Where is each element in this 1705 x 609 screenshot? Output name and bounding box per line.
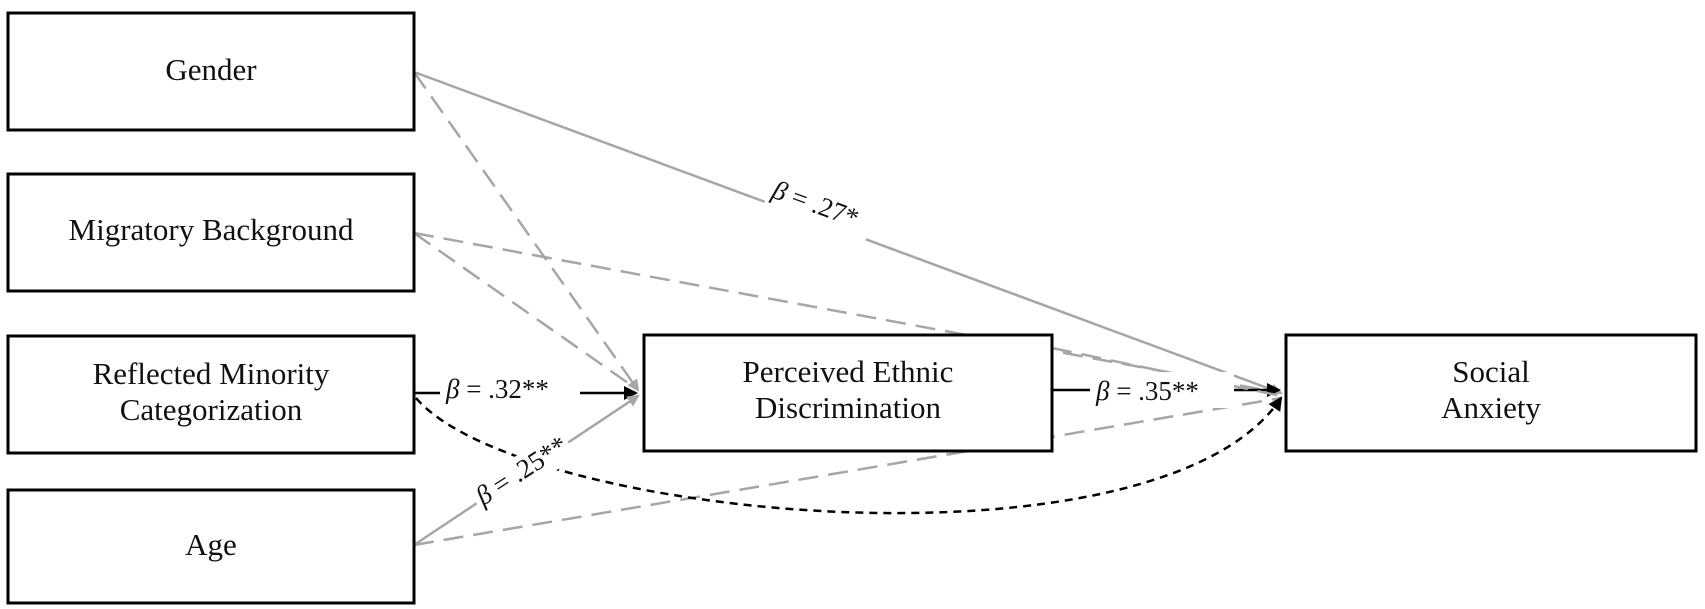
path-migratory-to-social-anxiety [413,231,1282,395]
beta-symbol: β [1095,376,1110,406]
node-label-line-2: Categorization [120,392,303,427]
node-migratory-background: Migratory Background [6,172,416,293]
svg-text:β = .35**: β = .35** [1095,376,1199,406]
node-label-line-2: Anxiety [1441,390,1541,425]
label-gender-social-anxiety: β = .27* [763,173,877,242]
path-labels-layer: β = .27* β = .32** β = .25** β = .35** [440,173,1234,517]
node-label-line-2: Discrimination [755,390,941,425]
path-age-to-social-anxiety [413,396,1282,547]
coefficient-value: = .32** [459,374,548,404]
beta-symbol: β [445,374,460,404]
nodes-layer: Gender Migratory Background Reflected Mi… [6,11,1698,605]
svg-text:β = .32**: β = .32** [445,374,549,404]
node-label: Age [185,527,237,562]
node-perceived-ethnic-discrimination: Perceived Ethnic Discrimination [642,333,1054,453]
node-label-line-1: Perceived Ethnic [743,354,954,389]
node-label-line-1: Social [1452,354,1530,389]
label-age-perceived: β = .25** [466,428,578,517]
node-age: Age [6,488,416,605]
path-reflected-to-social-anxiety-curved [415,396,1283,515]
node-social-anxiety: Social Anxiety [1284,333,1698,453]
svg-text:β = .25**: β = .25** [469,430,573,512]
node-label-line-1: Reflected Minority [93,356,330,391]
label-reflected-perceived: β = .32** [440,370,580,406]
path-perceived-to-social-anxiety-dashed [1051,346,1282,398]
svg-text:β = .27*: β = .27* [768,174,863,233]
path-migratory-to-perceived [413,231,639,392]
coefficient-value: = .35** [1109,376,1198,406]
path-gender-to-perceived [412,71,640,392]
node-label: Migratory Background [69,212,354,247]
label-perceived-social-anxiety: β = .35** [1090,372,1234,408]
node-reflected-minority-categorization: Reflected Minority Categorization [6,334,416,455]
node-label: Gender [165,52,257,87]
node-gender: Gender [6,11,416,132]
